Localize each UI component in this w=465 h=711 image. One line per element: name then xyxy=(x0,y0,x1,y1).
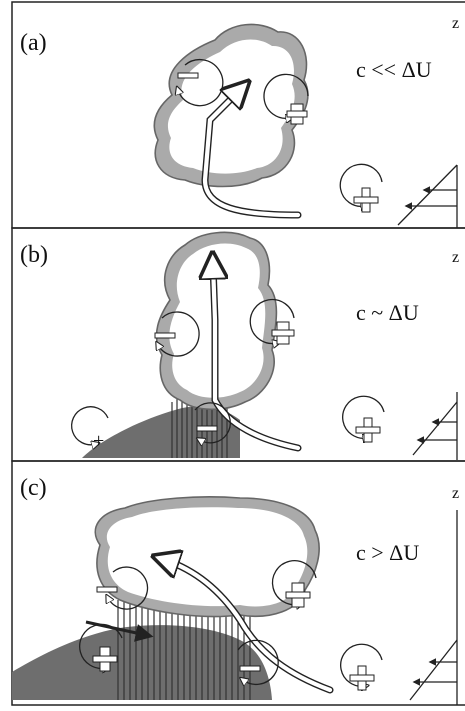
panel-a: (a) c << ΔU z xyxy=(11,1,465,229)
panel-a-vortex-negative xyxy=(178,58,224,107)
panel-b-vortex-positive-left: + xyxy=(71,406,109,452)
panel-a-cloud xyxy=(153,23,309,188)
panel-c-wind-profile xyxy=(409,510,458,705)
panel-b-inflow-arrow xyxy=(213,265,302,452)
panel-c-frame xyxy=(11,460,465,706)
panel-c-vortex-positive xyxy=(271,560,317,607)
panel-a-label: (a) xyxy=(20,30,47,56)
panel-c-cloud xyxy=(94,496,320,618)
panel-b-relation: c ~ ΔU xyxy=(356,300,419,325)
svg-text:+: + xyxy=(93,430,104,452)
panel-b: (b) c ~ ΔU z xyxy=(11,227,465,462)
panel-a-inflow-arrow xyxy=(201,90,302,219)
panel-c-label: (c) xyxy=(20,475,47,501)
panel-a-axis-label: z xyxy=(452,15,459,32)
panel-b-axis-label: z xyxy=(452,249,459,266)
panel-b-vortex-negative-low xyxy=(194,402,231,443)
panel-a-vortex-positive-low xyxy=(339,163,383,213)
panel-a-relation: c << ΔU xyxy=(356,57,432,82)
panel-a-vortex-positive xyxy=(263,73,309,125)
panel-b-label: (b) xyxy=(20,242,48,268)
panel-c-vortex-positive-low xyxy=(340,643,383,690)
panel-c-axis-label: z xyxy=(452,485,459,502)
panel-c: (c) c > ΔU z xyxy=(11,460,465,706)
panel-a-wind-profile xyxy=(397,164,458,228)
panel-c-vortex-positive-left xyxy=(79,623,123,671)
panel-b-wind-profile xyxy=(412,392,458,460)
panel-b-vortex-positive xyxy=(249,298,295,344)
panel-b-vortex-positive-low xyxy=(342,395,385,442)
panel-c-inflow-arrow xyxy=(165,560,334,694)
panel-c-vortex-negative-low xyxy=(237,639,279,684)
panel-c-vortex-negative xyxy=(96,566,149,610)
panel-b-vortex-negative xyxy=(154,311,200,357)
panel-c-relation: c > ΔU xyxy=(356,540,419,565)
